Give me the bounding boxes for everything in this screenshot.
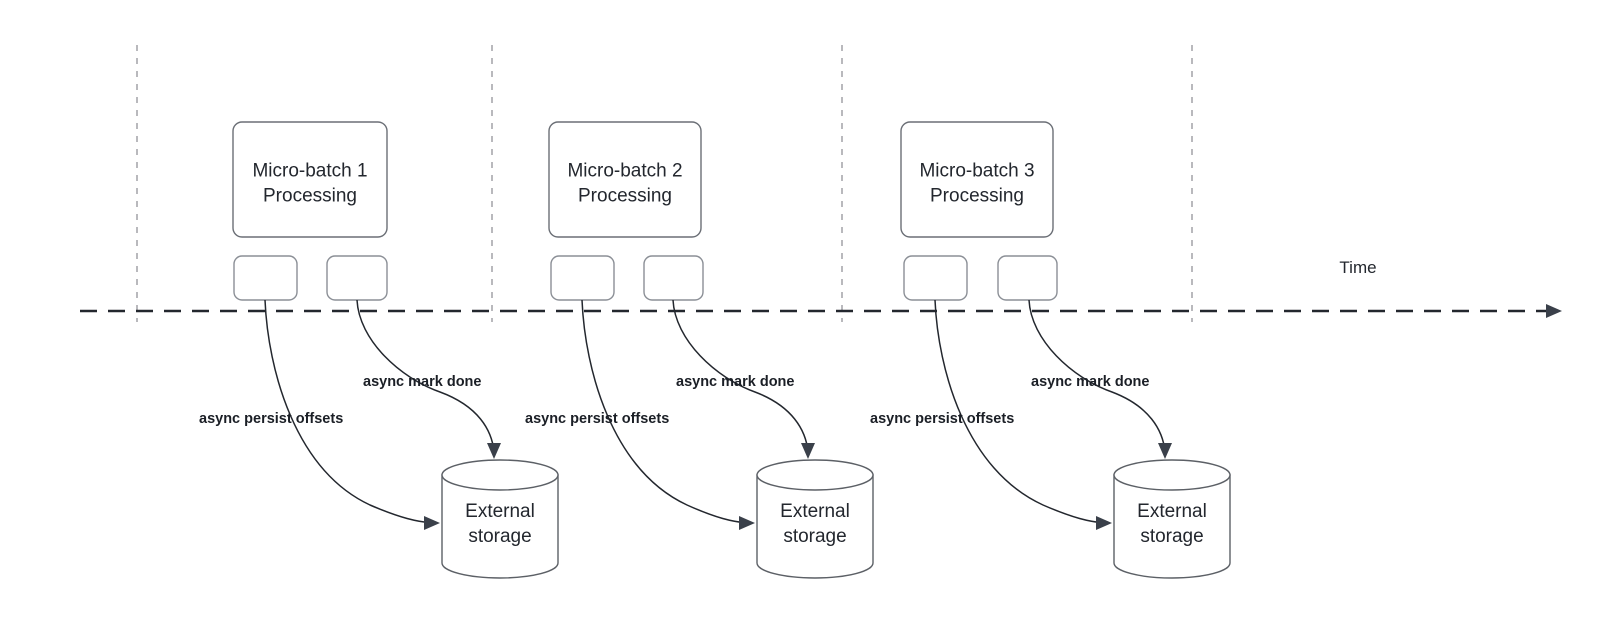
edge-label-persist-offsets-1: async persist offsets <box>199 411 343 427</box>
storage-label-micro-batch-1: External storage <box>465 501 535 547</box>
storage-label-micro-batch-3: External storage <box>1137 501 1207 547</box>
edge-arrowhead-mark-done-2 <box>801 443 815 459</box>
task-box-micro-batch-1-2[interactable] <box>326 255 388 301</box>
edge-path-mark-done-1 <box>356 299 495 453</box>
task-box-micro-batch-2-1[interactable] <box>550 255 615 301</box>
process-box-label-micro-batch-2: Micro-batch 2 Processing <box>567 161 682 207</box>
label-line-2: Processing <box>930 186 1024 207</box>
edge-label-mark-done-1: async mark done <box>363 374 481 390</box>
edge-arrowhead-mark-done-1 <box>487 443 501 459</box>
time-axis-arrowhead <box>1546 304 1562 318</box>
time-axis-label: Time <box>1339 258 1376 277</box>
label-line-2: Processing <box>578 186 672 207</box>
edge-label-mark-done-3: async mark done <box>1031 374 1149 390</box>
process-box-micro-batch-2[interactable] <box>548 121 702 238</box>
edge-path-mark-done-2 <box>672 299 809 453</box>
edge-label-mark-done-2: async mark done <box>676 374 794 390</box>
task-box-micro-batch-1-1[interactable] <box>233 255 298 301</box>
label-line-2: Processing <box>263 186 357 207</box>
task-box-micro-batch-3-2[interactable] <box>997 255 1058 301</box>
label-line-1: Micro-batch 2 <box>567 161 682 182</box>
label-line-1: External <box>1137 501 1207 522</box>
process-box-micro-batch-1[interactable] <box>232 121 388 238</box>
storage-cylinder-body-micro-batch-1[interactable] <box>441 474 559 579</box>
task-box-micro-batch-3-1[interactable] <box>903 255 968 301</box>
storage-label-micro-batch-2: External storage <box>780 501 850 547</box>
task-box-micro-batch-2-2[interactable] <box>643 255 704 301</box>
edge-label-persist-offsets-3: async persist offsets <box>870 411 1014 427</box>
edge-arrowhead-persist-offsets-1 <box>424 516 440 530</box>
label-line-1: External <box>465 501 535 522</box>
storage-cylinder-body-micro-batch-2[interactable] <box>756 474 874 579</box>
time-axis: Time <box>80 258 1562 318</box>
edge-label-persist-offsets-2: async persist offsets <box>525 411 669 427</box>
edge-arrowhead-mark-done-3 <box>1158 443 1172 459</box>
label-line-1: Micro-batch 1 <box>252 161 367 182</box>
storage-cylinder-top-micro-batch-1 <box>441 459 559 491</box>
edge-path-persist-offsets-3 <box>934 299 1106 524</box>
process-box-label-micro-batch-1: Micro-batch 1 Processing <box>252 161 367 207</box>
edge-arrowhead-persist-offsets-2 <box>739 516 755 530</box>
edge-path-persist-offsets-1 <box>264 299 434 524</box>
edge-path-mark-done-3 <box>1028 299 1166 453</box>
storage-cylinder-top-micro-batch-2 <box>756 459 874 491</box>
label-line-2: storage <box>468 526 531 547</box>
storage-cylinder-top-micro-batch-3 <box>1113 459 1231 491</box>
process-box-micro-batch-3[interactable] <box>900 121 1054 238</box>
edge-path-persist-offsets-2 <box>581 299 749 524</box>
label-line-2: storage <box>1140 526 1203 547</box>
label-line-1: Micro-batch 3 <box>919 161 1034 182</box>
edge-arrowhead-persist-offsets-3 <box>1096 516 1112 530</box>
label-line-1: External <box>780 501 850 522</box>
storage-cylinder-body-micro-batch-3[interactable] <box>1113 474 1231 579</box>
process-box-label-micro-batch-3: Micro-batch 3 Processing <box>919 161 1034 207</box>
label-line-2: storage <box>783 526 846 547</box>
